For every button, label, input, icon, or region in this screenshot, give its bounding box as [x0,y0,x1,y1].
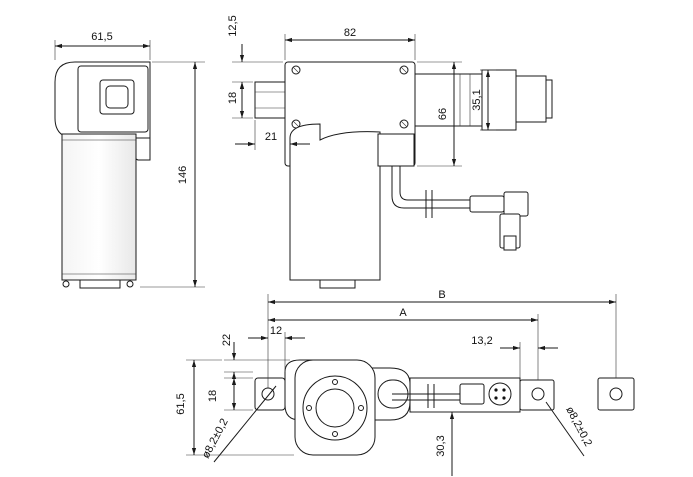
dim-end-offset: 13,2 [471,335,492,347]
dim-shaft-height: 18 [227,92,239,104]
dim-hole-left: ø8,2±0,2 [200,417,231,461]
dim-bottom-left-height: 22 [221,334,233,346]
dim-bottom-left-shaft: 18 [207,390,219,402]
dim-length-b: B [438,289,445,301]
dim-tube-diameter: 35,1 [471,89,483,110]
dim-hole-right: ø8,2±0,2 [563,405,594,449]
dim-shaft-offset: 21 [265,131,277,143]
dim-side-width: 61,5 [91,31,112,43]
dim-bottom-left-offset: 12 [270,325,282,337]
dim-front-width: 82 [344,27,356,39]
dim-body-height: 66 [437,108,449,120]
dim-bottom-left-width: 61,5 [175,393,187,414]
side-view: 61,5 146 [54,31,205,289]
dim-length-a: A [399,307,407,319]
dim-side-height: 146 [177,166,189,184]
front-view: 82 12,5 18 21 66 35,1 [227,15,553,289]
dim-top-offset: 12,5 [227,15,239,36]
bottom-view: B A 12 13,2 22 18 61,5 30,3 [175,289,635,476]
dim-motor-offset: 30,3 [435,435,447,456]
